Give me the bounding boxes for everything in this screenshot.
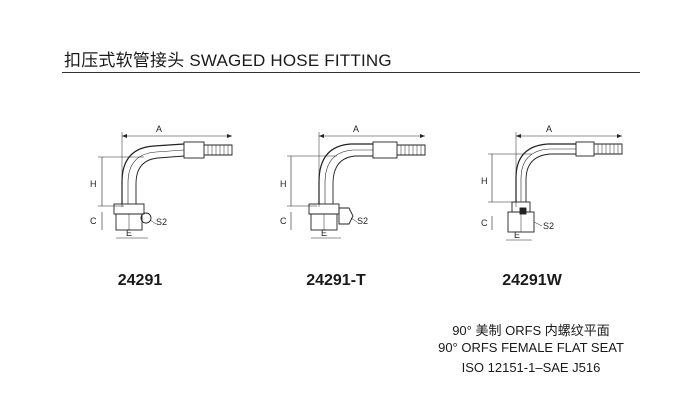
description-english: 90° ORFS FEMALE FLAT SEAT <box>438 340 624 355</box>
dim-e-label: E <box>126 228 132 238</box>
dim-s2-label: S2 <box>357 216 368 226</box>
fitting-drawing-24291w: A H C E S2 <box>476 112 636 252</box>
dim-a-label: A <box>156 124 162 134</box>
description-standard: ISO 12151-1–SAE J516 <box>461 360 601 375</box>
dim-e-label: E <box>514 230 520 240</box>
dim-c-label: C <box>280 216 287 226</box>
dim-h-label: H <box>90 179 97 189</box>
dim-e-label: E <box>321 228 327 238</box>
fitting-drawing-24291: A H C E S2 <box>84 112 244 252</box>
dim-c-label: C <box>481 218 488 228</box>
fitting-code-24291w: 24291W <box>502 272 562 289</box>
dim-h-label: H <box>481 176 488 186</box>
fitting-code-24291: 24291 <box>117 272 163 289</box>
title-divider <box>62 72 640 73</box>
fitting-code-24291-t: 24291-T <box>306 272 366 289</box>
dim-s2-label: S2 <box>156 217 167 227</box>
dim-a-label: A <box>353 124 359 134</box>
fitting-drawing-24291-t: A H C E S2 <box>277 112 437 252</box>
description-chinese: 90° 美制 ORFS 内螺纹平面 <box>452 323 610 338</box>
dim-c-label: C <box>90 216 97 226</box>
dim-a-label: A <box>546 124 552 134</box>
page-title: 扣压式软管接头 SWAGED HOSE FITTING <box>64 51 392 70</box>
dim-s2-label: S2 <box>543 221 554 231</box>
dim-h-label: H <box>280 179 287 189</box>
